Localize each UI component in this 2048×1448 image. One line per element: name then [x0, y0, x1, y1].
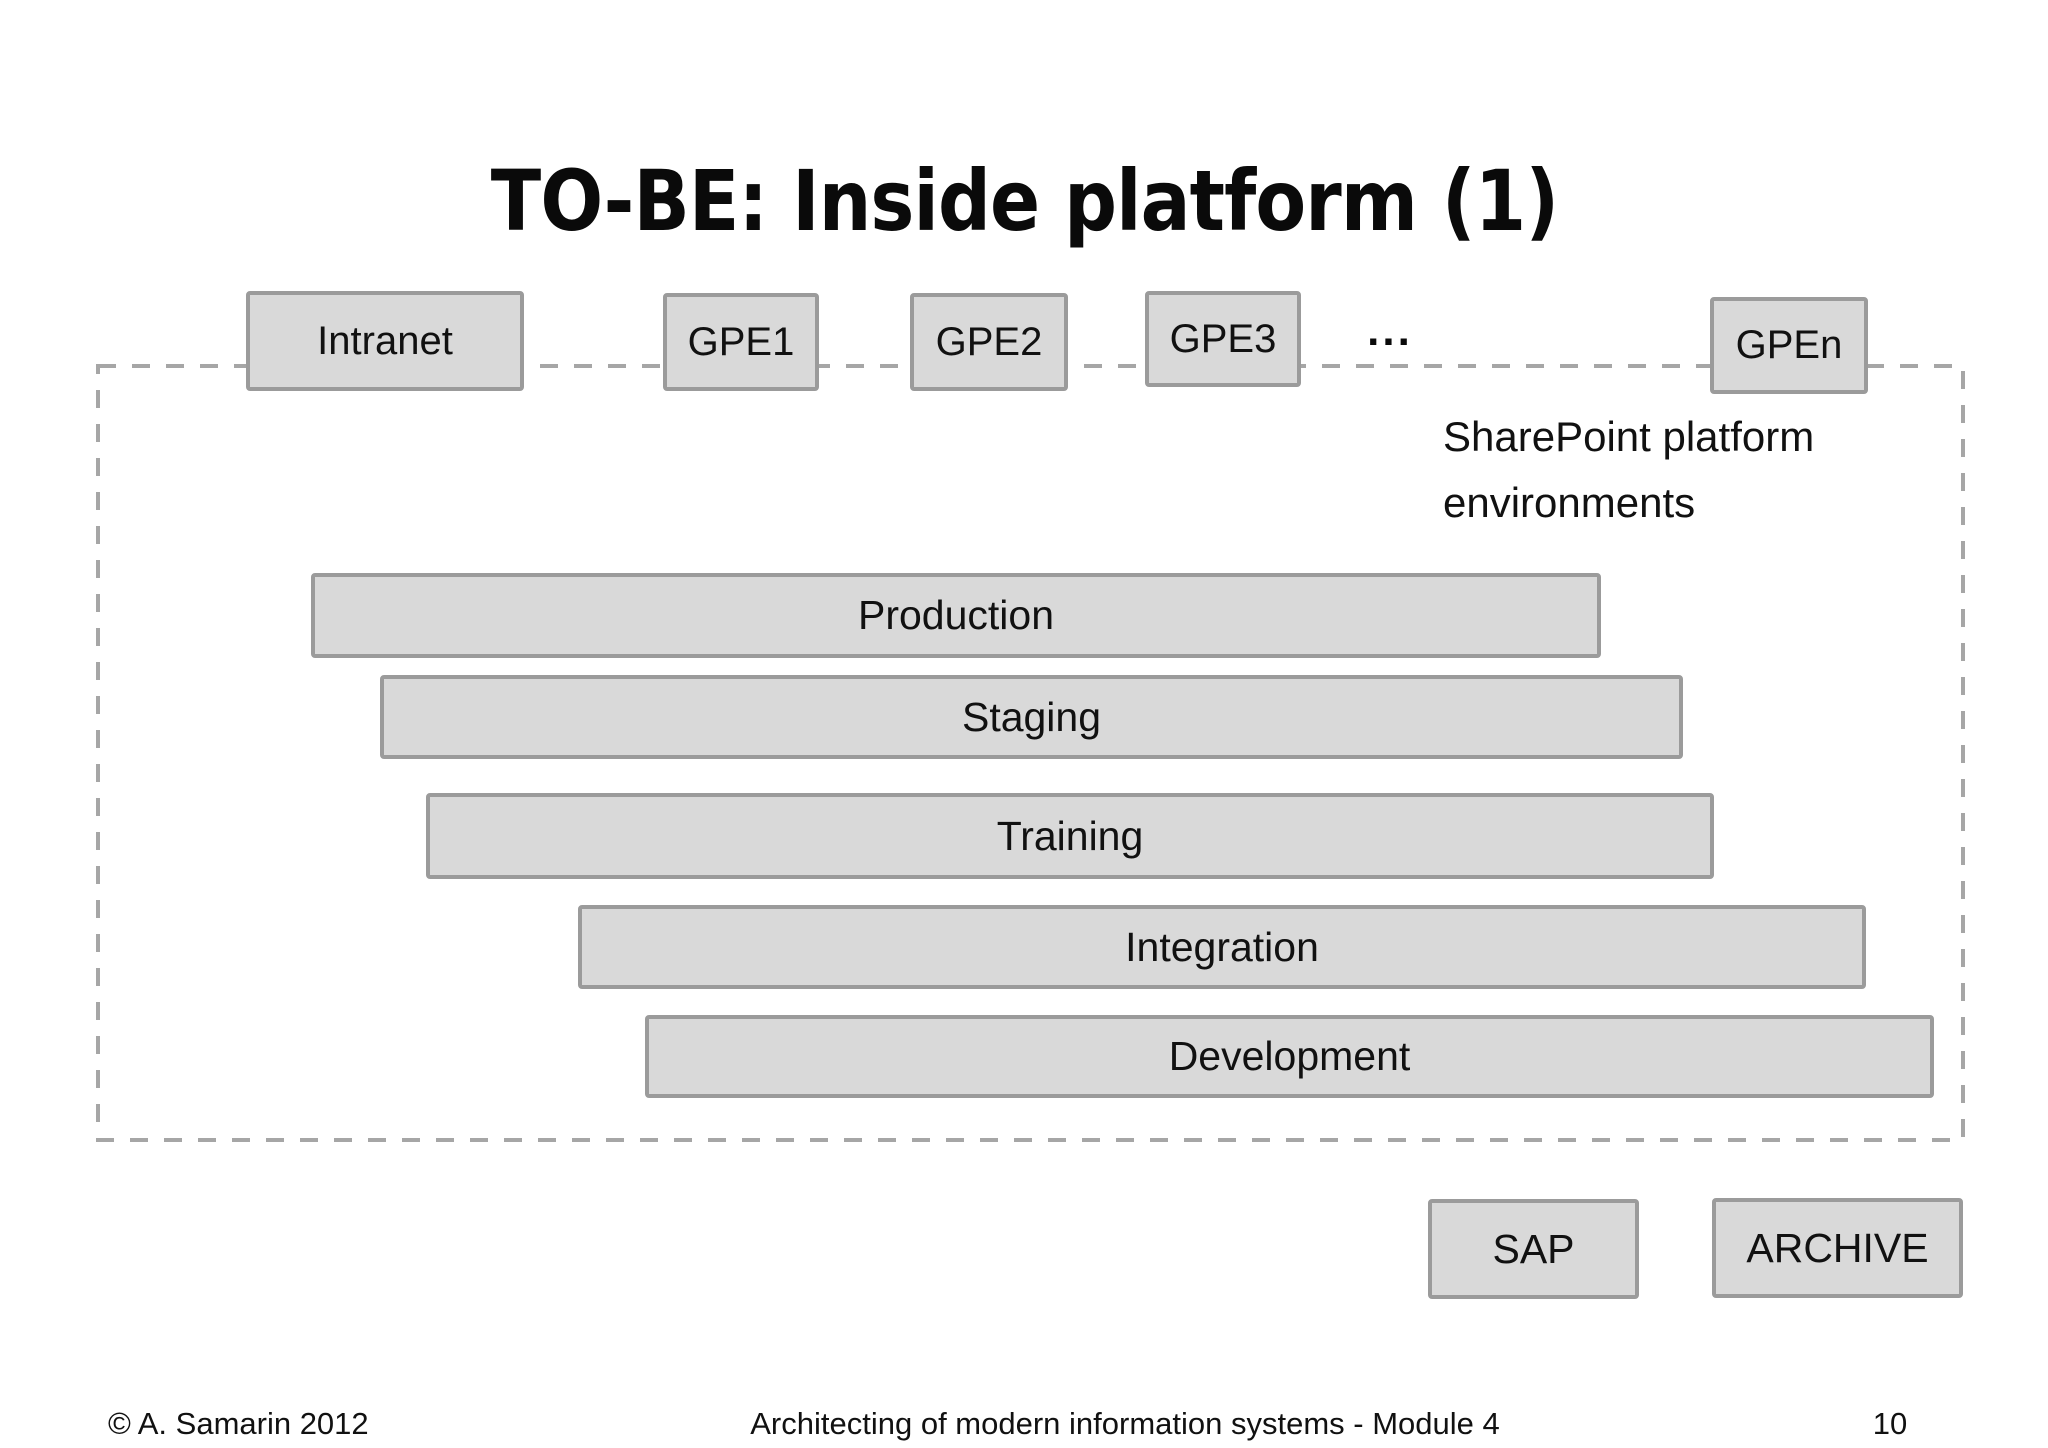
- gpe1-label: GPE1: [687, 319, 795, 364]
- intranet-label: Intranet: [317, 318, 453, 363]
- development-bar: Development: [645, 1015, 1934, 1098]
- gpe2-label: GPE2: [935, 319, 1043, 364]
- production-label: Production: [857, 592, 1054, 638]
- more-environments-ellipsis: ...: [1367, 306, 1413, 355]
- footer-course-title: Architecting of modern information syste…: [750, 1406, 1500, 1441]
- gpen-box: GPEn: [1710, 297, 1868, 394]
- staging-bar: Staging: [380, 675, 1683, 759]
- footer-page-number: 10: [1872, 1406, 1908, 1441]
- training-label: Training: [996, 812, 1144, 859]
- training-bar: Training: [426, 793, 1714, 879]
- sap-box: SAP: [1428, 1199, 1639, 1299]
- page-title-text: TO-BE: Inside platform (1): [490, 152, 1558, 251]
- gpe3-box: GPE3: [1145, 291, 1301, 387]
- gpe3-label: GPE3: [1169, 316, 1277, 361]
- integration-bar: Integration: [578, 905, 1866, 989]
- development-label: Development: [1168, 1033, 1411, 1079]
- intranet-box: Intranet: [246, 291, 524, 391]
- archive-box: ARCHIVE: [1712, 1198, 1963, 1298]
- integration-label: Integration: [1125, 923, 1319, 970]
- gpe1-box: GPE1: [663, 293, 819, 391]
- footer-copyright: © A. Samarin 2012: [108, 1406, 369, 1441]
- gpen-label: GPEn: [1735, 323, 1843, 367]
- staging-label: Staging: [961, 693, 1102, 740]
- gpe2-box: GPE2: [910, 293, 1068, 391]
- sap-label: SAP: [1492, 1225, 1575, 1272]
- production-bar: Production: [311, 573, 1601, 658]
- sharepoint-environments-label-line2: environments: [1443, 479, 1696, 526]
- sharepoint-environments-label-line1: SharePoint platform: [1443, 413, 1815, 460]
- page-title: TO-BE: Inside platform (1): [0, 152, 2048, 250]
- archive-label: ARCHIVE: [1746, 1224, 1929, 1271]
- sharepoint-environments-label: SharePoint platform environments: [1443, 404, 1814, 536]
